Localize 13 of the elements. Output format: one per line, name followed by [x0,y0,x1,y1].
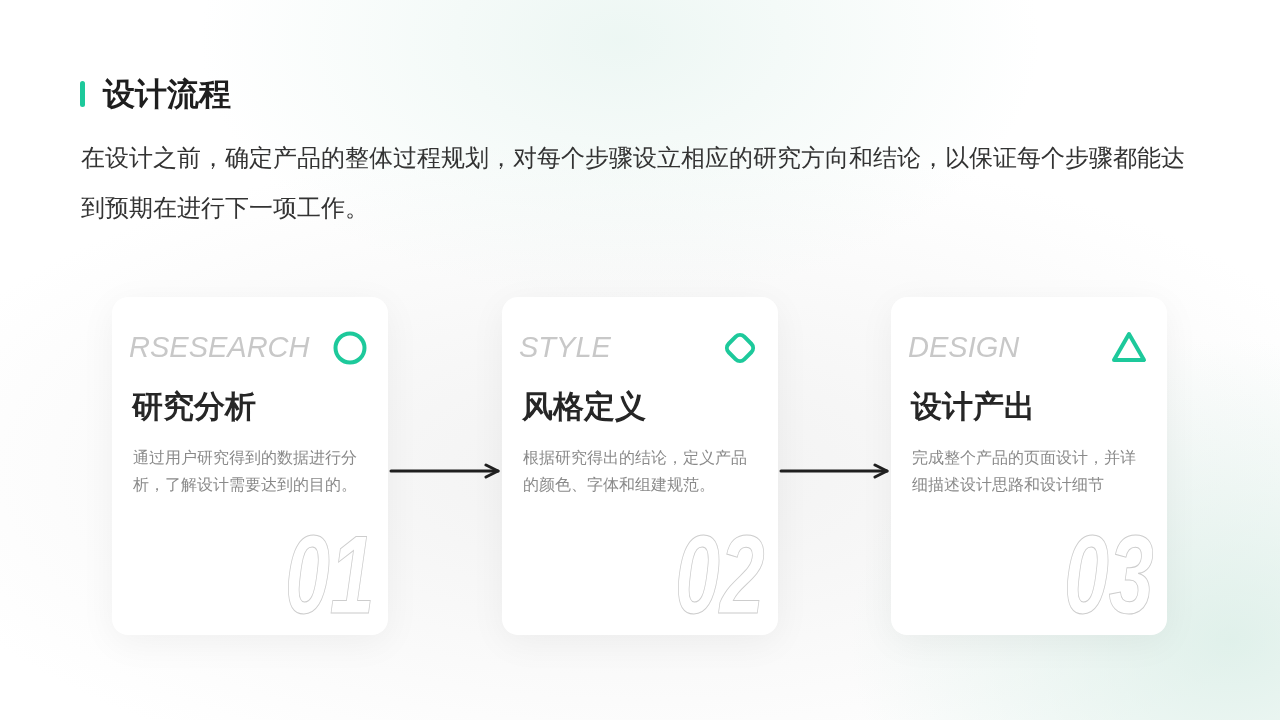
arrow [389,463,500,479]
card-title: 风格定义 [522,387,646,426]
card-description: 通过用户研究得到的数据进行分析，了解设计需要达到的目的。 [133,447,358,496]
card-title: 研究分析 [132,387,256,426]
step-card [891,297,1167,635]
arrow [779,463,889,479]
step-card [502,297,778,635]
card-description: 根据研究得出的结论，定义产品的颜色、字体和组建规范。 [523,447,748,496]
heading: 设计流程 [103,74,231,114]
intro-text: 在设计之前，确定产品的整体过程规划，对每个步骤设立相应的研究方向和结论，以保证每个步骤都能达到预期在进行下一项工作。 [81,143,1186,224]
card-description: 完成整个产品的页面设计，并详细描述设计思路和设计细节 [912,447,1137,496]
step-card [112,297,388,635]
card-title: 设计产出 [911,387,1035,426]
